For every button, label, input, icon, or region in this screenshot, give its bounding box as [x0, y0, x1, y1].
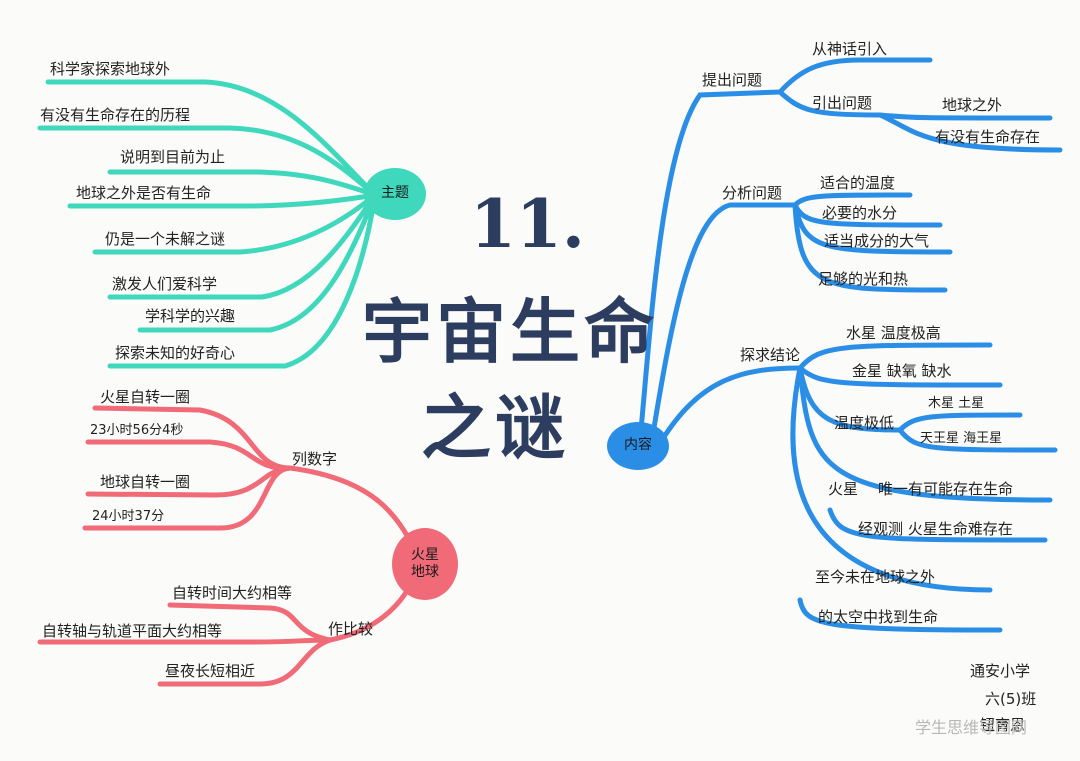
content-branches — [637, 57, 1063, 633]
signature-school: 通安小学 — [970, 662, 1031, 680]
raise-item: 地球之外 — [942, 96, 1003, 114]
theme-item: 地球之外是否有生命 — [76, 184, 212, 202]
title-line2: 之谜 — [421, 386, 569, 469]
mars-fact: 火星自转一圈 — [100, 388, 191, 406]
result-label: 探求结论 — [740, 346, 801, 364]
analyze-item: 必要的水分 — [822, 204, 898, 222]
mars-result-item: 经观测 火星生命难存在 — [858, 520, 1013, 538]
raise-item: 有没有生命存在 — [935, 128, 1041, 146]
compare-item: 自转时间大约相等 — [172, 584, 293, 602]
signature-class: 六(5)班 — [985, 690, 1037, 708]
analyze-item: 足够的光和热 — [818, 270, 909, 288]
theme-item: 探索未知的好奇心 — [115, 344, 236, 362]
compare-item: 昼夜长短相近 — [165, 662, 256, 680]
raise-question: 引出问题 — [812, 94, 873, 112]
title-number: 11. — [470, 185, 585, 263]
mars-fact: 地球自转一圈 — [100, 473, 191, 491]
theme-item: 激发人们爱科学 — [112, 275, 218, 293]
theme-item: 仍是一个未解之谜 — [105, 230, 226, 248]
result-cold: 温度极低 — [834, 414, 895, 432]
mars-earth-node: 火星 地球 — [392, 528, 458, 600]
result-venus: 金星 缺氧 缺水 — [852, 362, 952, 380]
mars-result-item: 唯一有可能存在生命 — [878, 480, 1014, 498]
theme-branches — [37, 79, 378, 369]
compare-label: 作比较 — [328, 620, 374, 638]
compare-item: 自转轴与轨道平面大约相等 — [42, 622, 223, 640]
theme-item: 学科学的兴趣 — [145, 307, 236, 325]
analyze-item: 适合的温度 — [820, 174, 896, 192]
theme-item: 说明到目前为止 — [120, 148, 226, 166]
analyze-label: 分析问题 — [722, 184, 783, 202]
list-numbers-label: 列数字 — [292, 450, 338, 468]
result-mercury: 水星 温度极高 — [846, 324, 941, 342]
result-mars: 火星 — [828, 480, 859, 498]
theme-item: 科学家探索地球外 — [50, 60, 171, 78]
title-line1: 宇宙生命 — [362, 290, 658, 373]
mars-earth-line1: 火星 — [411, 546, 439, 563]
cold-planets: 木星 土星 — [928, 396, 985, 411]
question-label: 提出问题 — [702, 71, 763, 89]
mars-earth-line2: 地球 — [411, 564, 439, 580]
final-conclusion: 的太空中找到生命 — [818, 608, 939, 626]
analyze-item: 适当成分的大气 — [824, 232, 930, 250]
signature-name: 钮育恩 — [980, 716, 1026, 734]
watermark: 学生思维导图网 — [915, 718, 1028, 737]
mars-branches — [37, 405, 423, 687]
cold-planets: 天王星 海王星 — [920, 431, 1003, 446]
theme-item: 有没有生命存在的历程 — [40, 106, 191, 124]
final-conclusion: 至今未在地球之外 — [815, 568, 936, 586]
content-node: 内容 — [607, 422, 669, 470]
mars-fact: 23小时56分4秒 — [90, 423, 184, 438]
from-myth: 从神话引入 — [812, 40, 888, 58]
mars-fact: 24小时37分 — [92, 509, 165, 524]
theme-node: 主题 — [364, 168, 426, 220]
